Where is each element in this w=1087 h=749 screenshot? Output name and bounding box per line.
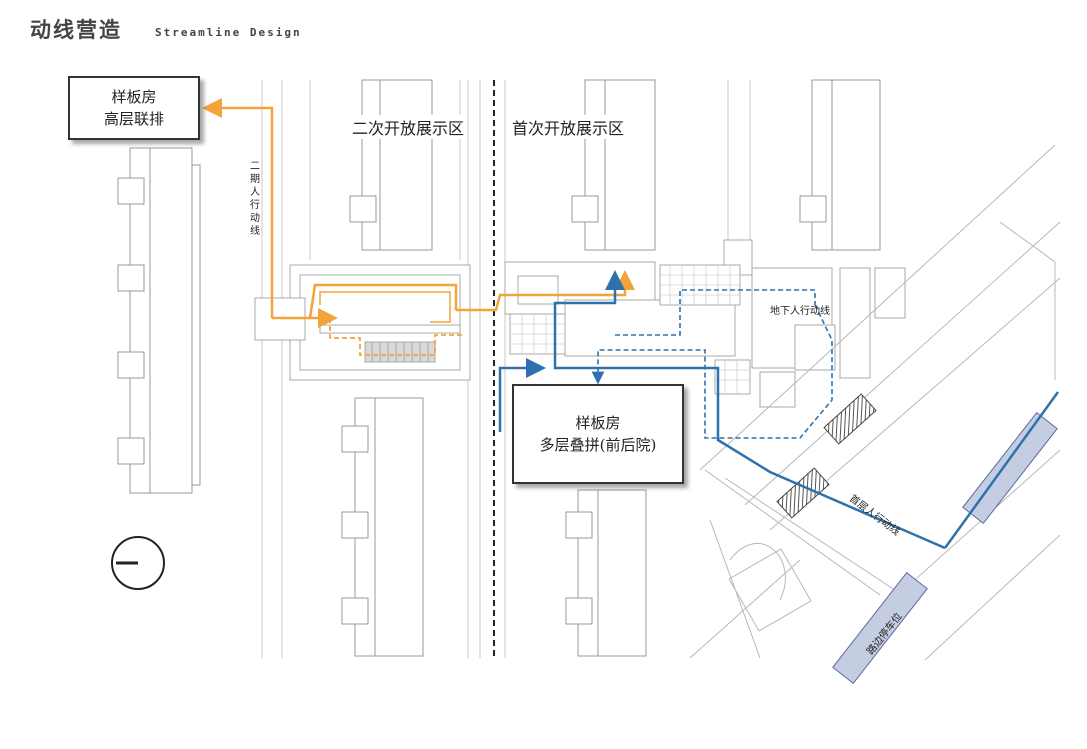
compass xyxy=(111,536,165,590)
route-label-underground: 地下人行动线 xyxy=(770,306,830,317)
crosswalks xyxy=(776,393,877,519)
multistorey-line1: 样板房 xyxy=(575,414,621,432)
zone-label-second: 二次开放展示区 xyxy=(350,115,467,139)
blue-dashed-route xyxy=(591,289,833,439)
blue-route xyxy=(498,270,1060,550)
zone-label-first: 首次开放展示区 xyxy=(510,115,627,139)
highrise-line2: 高层联排 xyxy=(103,110,164,128)
label-box-multistorey: 样板房 多层叠拼(前后院) xyxy=(512,384,684,484)
orange-route xyxy=(202,98,635,356)
buildings-left xyxy=(117,147,201,494)
route-label-phase2: 二期人行动线 xyxy=(249,160,261,238)
title-en: Streamline Design xyxy=(155,26,302,39)
buildings-bottom xyxy=(341,397,647,657)
multistorey-line2: 多层叠拼(前后院) xyxy=(539,436,657,454)
roads xyxy=(261,80,751,658)
buildings-top xyxy=(349,79,881,251)
label-box-highrise: 样板房 高层联排 xyxy=(68,76,200,140)
highrise-line1: 样板房 xyxy=(111,88,157,106)
title-cn: 动线营造 xyxy=(30,18,122,42)
parking-strip-1 xyxy=(962,412,1058,524)
parking-strip-2 xyxy=(832,572,928,684)
display-area xyxy=(254,239,906,408)
